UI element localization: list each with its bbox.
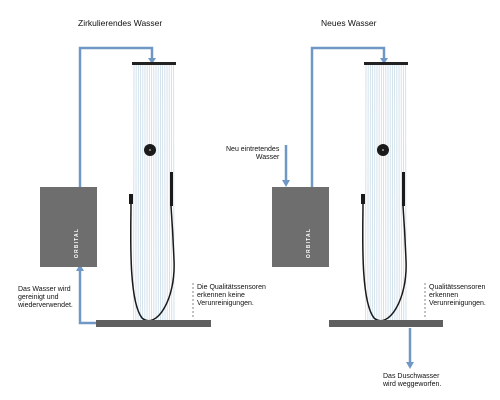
left-pipe-arrow-up	[76, 264, 84, 271]
right-note-drain: Das Duschwasser wird weggeworfen.	[383, 373, 442, 388]
right-supply-pipe	[310, 46, 386, 187]
right-control-knob-dot	[382, 149, 384, 151]
left-shower-tray	[96, 320, 211, 327]
left-title: Zirkulierendes Wasser	[78, 18, 163, 28]
left-note-recycle: Das Wasser wird gereinigt und wiederverw…	[18, 286, 73, 309]
right-pipe-arrow-down	[380, 58, 388, 64]
right-inflow-arrow	[282, 180, 290, 187]
right-shower-head	[364, 62, 408, 65]
left-shower-hose	[129, 203, 175, 322]
right-panel	[272, 46, 443, 369]
left-shower-head	[132, 62, 176, 65]
left-panel	[40, 46, 211, 327]
right-water-stream	[365, 64, 407, 321]
left-unit-logo: ORBITAL	[74, 227, 81, 259]
right-orbital-unit	[272, 187, 329, 267]
right-note-sensors: Qualitätssensoren erkennen Verunreinigun…	[429, 284, 486, 307]
right-note-inflow: Neu eintretendes Wasser	[226, 146, 280, 161]
right-hose-connector	[361, 194, 365, 204]
right-title: Neues Wasser	[321, 18, 377, 28]
left-hand-shower	[170, 172, 173, 206]
left-orbital-unit	[40, 187, 97, 267]
left-recirculation-pipe-top	[78, 46, 154, 187]
left-note-sensors: Die Qualitätssensoren erkennen keine Ver…	[197, 284, 266, 307]
left-water-stream	[133, 64, 175, 321]
right-hand-shower	[402, 172, 405, 206]
left-control-knob-dot	[149, 149, 151, 151]
left-pipe-arrow-down	[148, 58, 156, 64]
right-shower-hose	[361, 203, 407, 322]
right-drain-arrow	[406, 362, 414, 369]
left-hose-connector	[129, 194, 133, 204]
right-unit-logo: ORBITAL	[306, 227, 313, 259]
right-shower-tray	[329, 320, 443, 327]
left-recirculation-pipe-return	[78, 267, 96, 325]
